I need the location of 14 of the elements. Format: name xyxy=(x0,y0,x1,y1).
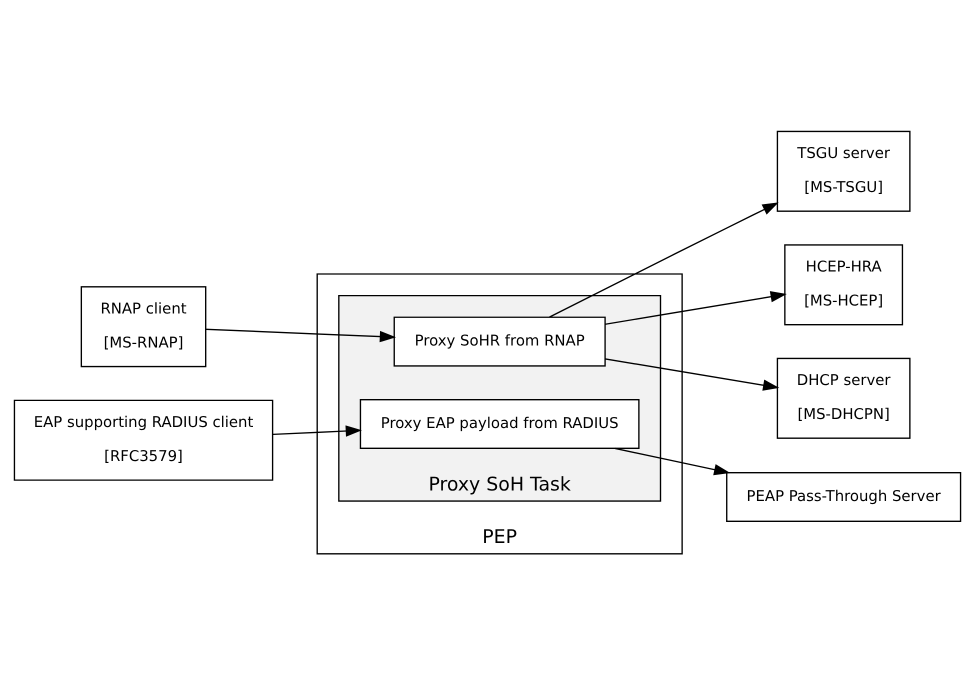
arrow xyxy=(614,448,730,476)
node-box: RNAP client [MS-RNAP] xyxy=(80,286,206,368)
node-box: EAP supporting RADIUS client [RFC3579] xyxy=(14,400,274,481)
arrow xyxy=(605,291,787,325)
node-box: TSGU server [MS-TSGU] xyxy=(776,130,911,212)
node-box: HCEP-HRA [MS-HCEP] xyxy=(784,244,904,326)
arrow xyxy=(549,202,779,318)
arrow xyxy=(605,358,780,391)
arrow xyxy=(272,425,362,437)
node-box: PEAP Pass-Through Server xyxy=(726,472,962,522)
arrow xyxy=(206,328,396,342)
node-box: DHCP server [MS-DHCPN] xyxy=(776,358,911,439)
node-box: Proxy EAP payload from RADIUS xyxy=(360,399,640,450)
node-box: Proxy SoHR from RNAP xyxy=(394,316,606,367)
